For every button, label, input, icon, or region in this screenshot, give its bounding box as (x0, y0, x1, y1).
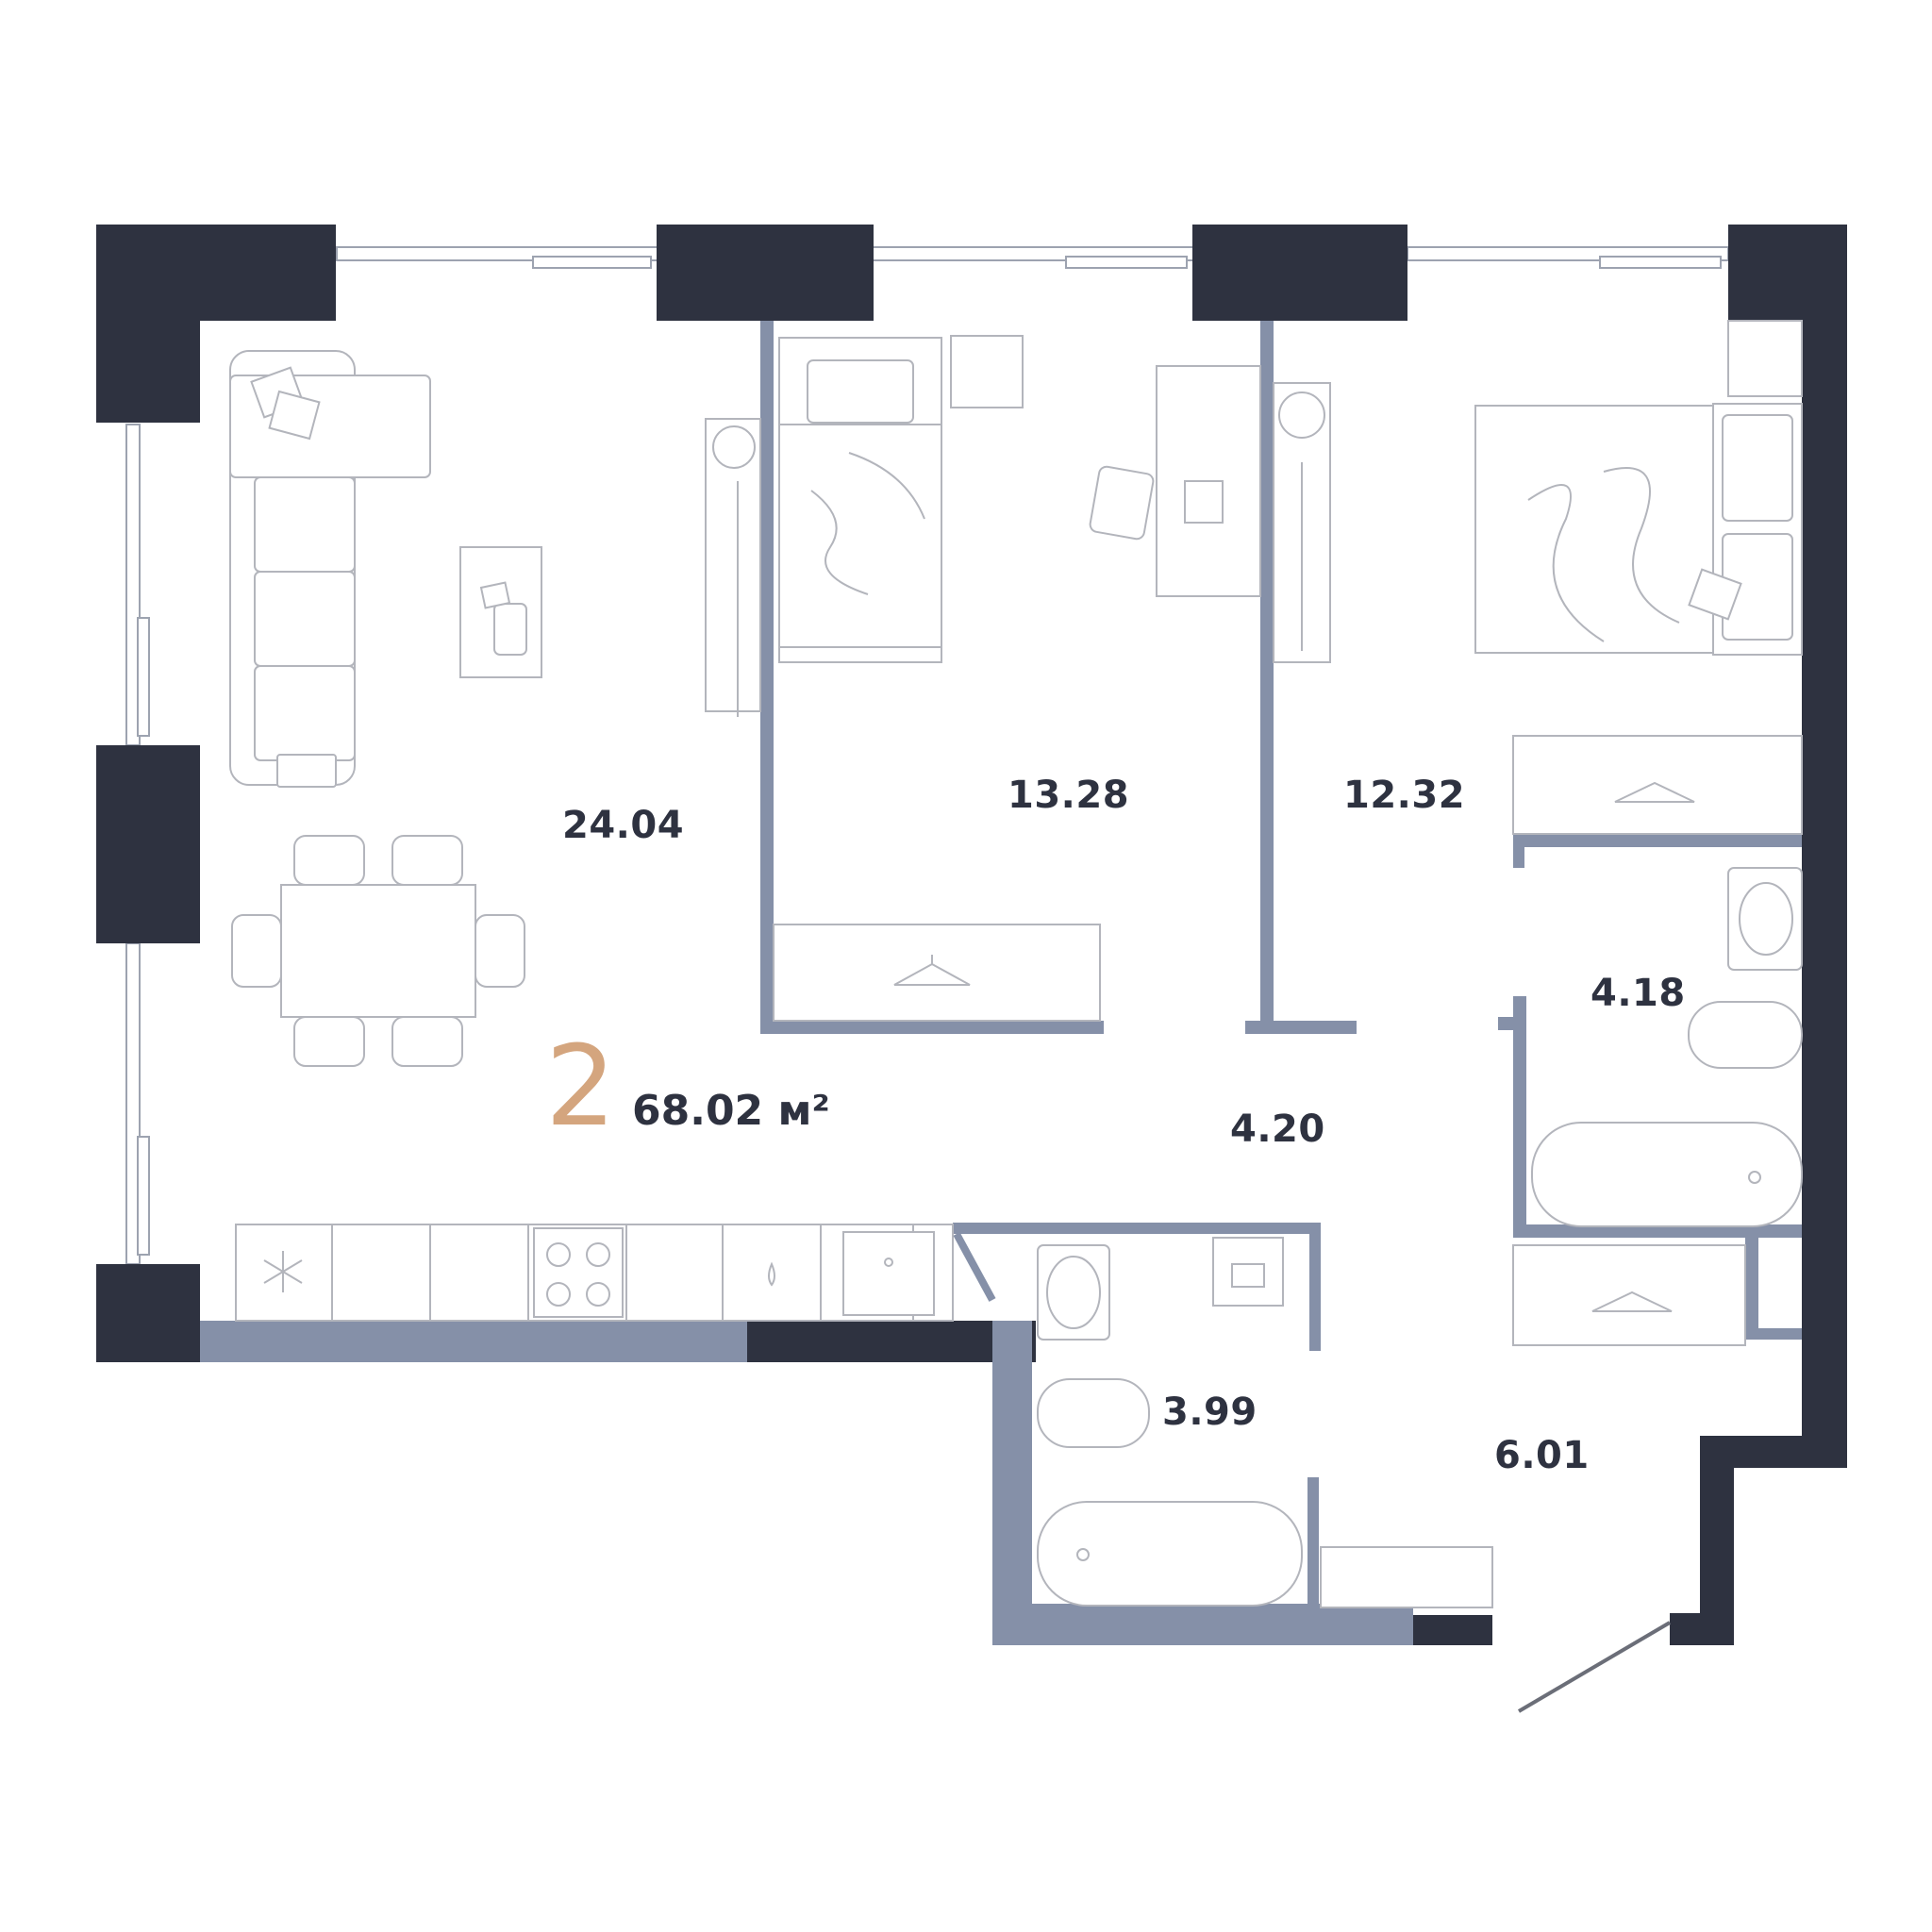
partition-walls (200, 321, 1802, 1645)
hallway-fixtures (1320, 1244, 1746, 1713)
bookshelf-2 (1273, 382, 1331, 663)
bookshelf (705, 418, 761, 717)
area-living-kitchen: 24.04 (562, 804, 685, 847)
kitchen-counter (235, 1224, 954, 1322)
structural-walls (96, 225, 1847, 1645)
small-cabinet (1727, 320, 1803, 397)
bed-single (778, 337, 942, 663)
rooms-count: 2 (545, 1021, 617, 1151)
area-entrance-hall: 6.01 (1494, 1434, 1590, 1477)
area-bedroom-2: 12.32 (1343, 774, 1466, 817)
area-bathroom-1: 4.18 (1591, 972, 1686, 1015)
sofa (229, 350, 431, 788)
bathroom-2-fixtures (1037, 1237, 1303, 1607)
bathroom-1-fixtures (1531, 867, 1803, 1227)
dining-table (231, 835, 525, 1067)
area-hallway: 4.20 (1230, 1108, 1325, 1151)
wardrobe-bedroom-1 (773, 924, 1101, 1022)
utility-closet (953, 1232, 996, 1302)
bed-double (1474, 403, 1803, 656)
desk (1089, 365, 1261, 597)
area-bathroom-2: 3.99 (1162, 1391, 1257, 1434)
nightstand (950, 335, 1024, 408)
wardrobe-bedroom-2 (1512, 735, 1803, 835)
area-bedroom-1: 13.28 (1008, 774, 1130, 817)
coffee-table (459, 546, 542, 678)
total-area: 68.02 м² (632, 1087, 830, 1135)
